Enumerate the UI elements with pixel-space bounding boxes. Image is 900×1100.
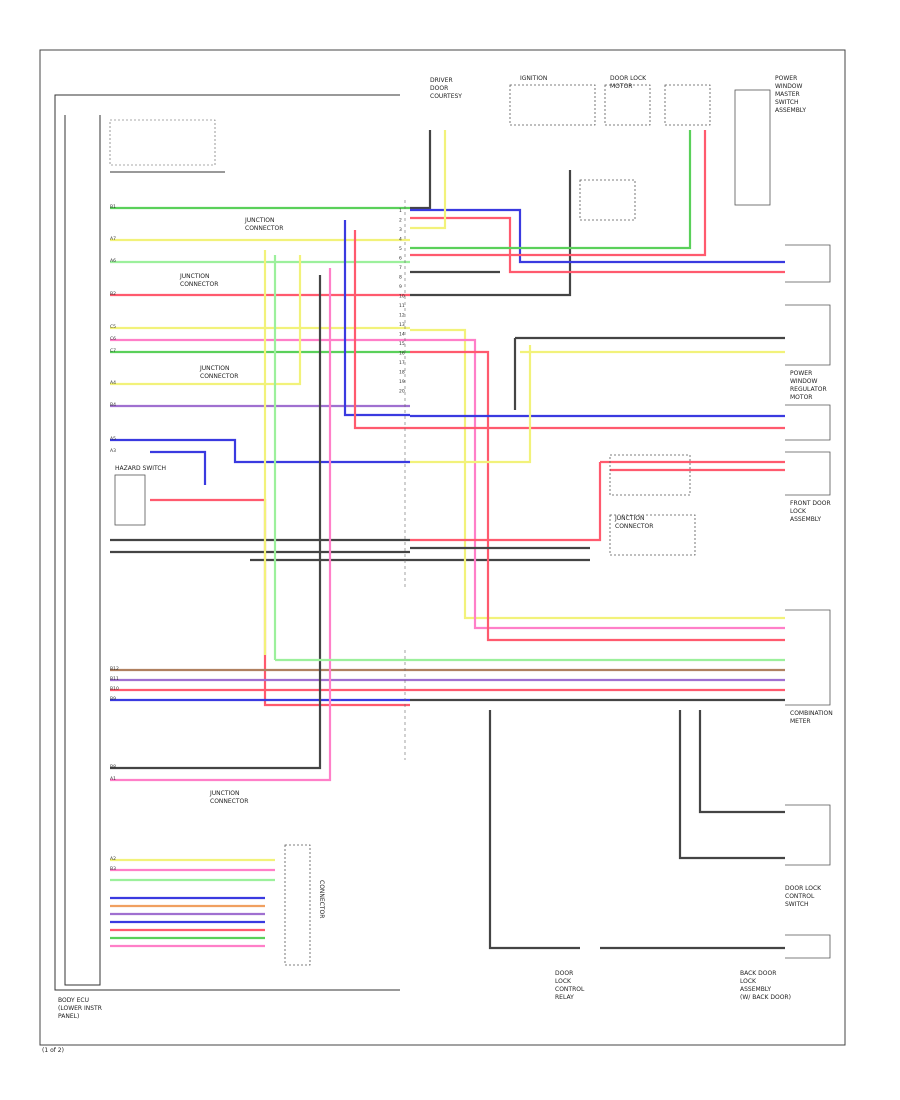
hazard-switch-label: HAZARD SWITCH xyxy=(115,465,166,472)
svg-text:MOTOR: MOTOR xyxy=(790,394,812,401)
ignition-switch-label: IGNITION xyxy=(520,75,547,82)
body-ecu-label: BODY ECU xyxy=(58,997,89,1004)
center-pin-label: 15 xyxy=(399,341,405,347)
center-pin-label: 19 xyxy=(399,379,405,385)
svg-text:MASTER: MASTER xyxy=(775,91,800,98)
combination-meter-label: COMBINATION xyxy=(790,710,833,717)
junction-mid-label: JUNCTION xyxy=(199,365,229,372)
junction-center-label: JUNCTION xyxy=(614,515,644,522)
center-pin-label: 20 xyxy=(399,389,405,395)
svg-text:SWITCH: SWITCH xyxy=(785,901,809,908)
svg-text:LOCK: LOCK xyxy=(740,978,757,985)
svg-text:COURTESY: COURTESY xyxy=(430,93,462,100)
left-pin-label: A3 xyxy=(110,448,116,454)
svg-text:SWITCH: SWITCH xyxy=(775,99,799,106)
left-pin-label: B9 xyxy=(110,696,116,702)
svg-text:(W/ BACK DOOR): (W/ BACK DOOR) xyxy=(740,994,791,1001)
center-pin-label: 16 xyxy=(399,351,405,357)
left-pin-label: B1 xyxy=(110,204,116,210)
vertical-connector-label: CONNECTOR xyxy=(318,880,325,918)
right-components xyxy=(114,84,831,966)
svg-text:ASSEMBLY: ASSEMBLY xyxy=(775,107,806,114)
junction-upper-label: JUNCTION xyxy=(244,217,274,224)
center-pin-label: 9 xyxy=(399,284,402,290)
svg-text:RELAY: RELAY xyxy=(555,994,574,1001)
svg-text:REGULATOR: REGULATOR xyxy=(790,386,827,393)
svg-text:CONNECTOR: CONNECTOR xyxy=(615,523,653,530)
junction-lower-label: JUNCTION xyxy=(209,790,239,797)
left-pin-label: C7 xyxy=(110,348,116,354)
left-pin-label: B12 xyxy=(110,666,119,672)
door-lock-control-switch-label: DOOR LOCK xyxy=(785,885,822,892)
center-pin-label: 12 xyxy=(399,313,405,319)
svg-text:WINDOW: WINDOW xyxy=(790,378,818,385)
power-window-master-label: POWER xyxy=(775,75,797,82)
svg-text:CONNECTOR: CONNECTOR xyxy=(200,373,238,380)
center-pin-label: 7 xyxy=(399,265,402,271)
center-pin-label: 3 xyxy=(399,227,402,233)
top-left-sensor-label: DRIVER xyxy=(430,77,453,84)
svg-text:(LOWER INSTR: (LOWER INSTR xyxy=(58,1005,102,1012)
center-pin-label: 17 xyxy=(399,360,405,366)
door-lock-motor-label: DOOR LOCK xyxy=(610,75,647,82)
diagram-frame xyxy=(39,49,846,1046)
svg-text:CONNECTOR: CONNECTOR xyxy=(245,225,283,232)
left-pin-label: C6 xyxy=(110,336,116,342)
body-ecu-outline xyxy=(54,94,400,991)
center-pin-label: 14 xyxy=(399,332,405,338)
door-lock-relay-label: DOOR xyxy=(555,970,573,977)
left-pin-label: B11 xyxy=(110,676,119,682)
back-door-lock-label: BACK DOOR xyxy=(740,970,776,977)
component-labels: BODY ECU (LOWER INSTR PANEL) HAZARD SWIT… xyxy=(42,75,833,1054)
svg-text:CONNECTOR: CONNECTOR xyxy=(180,281,218,288)
left-pin-label: A6 xyxy=(110,258,116,264)
wire-blue xyxy=(110,438,410,464)
svg-text:CONTROL: CONTROL xyxy=(785,893,815,900)
center-pin-label: 2 xyxy=(399,218,402,224)
wire-harness xyxy=(110,130,785,950)
svg-text:PANEL): PANEL) xyxy=(58,1013,79,1020)
left-pin-label: A2 xyxy=(110,856,116,862)
front-door-lock-label: FRONT DOOR xyxy=(790,500,831,507)
left-pin-label: B3 xyxy=(110,866,116,872)
center-pin-label: 1 xyxy=(399,208,402,214)
power-window-regulator-label: POWER xyxy=(790,370,812,377)
center-pin-label: 10 xyxy=(399,294,405,300)
center-pin-label: 18 xyxy=(399,370,405,376)
left-pin-label: C5 xyxy=(110,324,116,330)
footer-label: (1 of 2) xyxy=(42,1047,64,1054)
svg-text:DOOR: DOOR xyxy=(430,85,448,92)
center-pin-label: 4 xyxy=(399,237,402,243)
left-pin-label: A1 xyxy=(110,776,116,782)
left-pin-label: A7 xyxy=(110,236,116,242)
svg-text:CONTROL: CONTROL xyxy=(555,986,585,993)
junction-left-label: JUNCTION xyxy=(179,273,209,280)
left-pin-label: B8 xyxy=(110,764,116,770)
svg-text:ASSEMBLY: ASSEMBLY xyxy=(740,986,771,993)
svg-text:LOCK: LOCK xyxy=(790,508,807,515)
left-pin-label: A5 xyxy=(110,436,116,442)
svg-text:MOTOR: MOTOR xyxy=(610,83,632,90)
center-pin-label: 6 xyxy=(399,256,402,262)
svg-text:CONNECTOR: CONNECTOR xyxy=(210,798,248,805)
svg-text:LOCK: LOCK xyxy=(555,978,572,985)
svg-text:METER: METER xyxy=(790,718,811,725)
svg-text:ASSEMBLY: ASSEMBLY xyxy=(790,516,821,523)
center-pin-label: 13 xyxy=(399,322,405,328)
left-pin-labels: B1A7A6B2C5C6C7A4B4A5A3B12B11B10B9B8A1A2B… xyxy=(110,204,119,872)
left-pin-label: B2 xyxy=(110,291,116,297)
left-pin-label: B4 xyxy=(110,402,116,408)
left-pin-label: A4 xyxy=(110,380,116,386)
left-pin-label: B10 xyxy=(110,686,119,692)
center-pin-label: 5 xyxy=(399,246,402,252)
svg-text:WINDOW: WINDOW xyxy=(775,83,803,90)
center-pin-label: 11 xyxy=(399,303,405,309)
center-pin-label: 8 xyxy=(399,275,402,281)
